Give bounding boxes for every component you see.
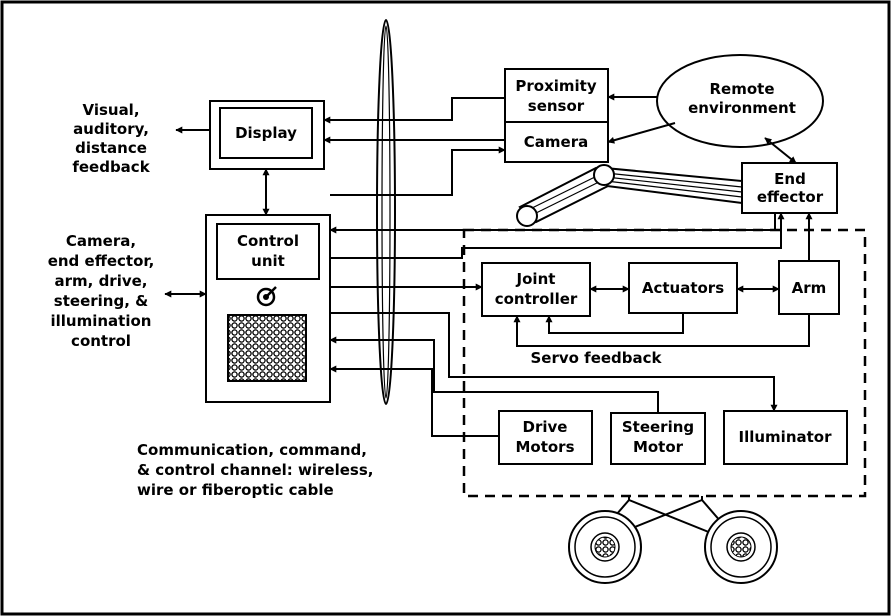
steering-motor-node: Steering Motor xyxy=(610,412,706,465)
actuators-label: Actuators xyxy=(642,279,724,297)
drive-motors-node: Drive Motors xyxy=(498,410,593,465)
steering-motor-label-2: Motor xyxy=(633,438,684,456)
svg-text:end effector,: end effector, xyxy=(48,252,155,270)
control-unit-node: Control unit xyxy=(205,214,331,403)
end-effector-node: End effector xyxy=(741,162,838,214)
joystick-knob-icon xyxy=(256,286,277,307)
svg-text:arm, drive,: arm, drive, xyxy=(55,272,148,290)
wheel-left xyxy=(568,510,642,584)
channel-label: Communication, command, & control channe… xyxy=(137,441,373,499)
feedback-outputs-label: Visual, auditory, distance feedback xyxy=(72,101,150,176)
proximity-sensor-label-2: sensor xyxy=(528,97,585,115)
camera-label: Camera xyxy=(524,133,588,151)
remote-environment-node: Remote environment xyxy=(656,54,824,148)
actuators-node: Actuators xyxy=(628,262,738,314)
robot-arm-illustration xyxy=(516,164,743,227)
arm-label: Arm xyxy=(792,279,827,297)
end-effector-label-2: effector xyxy=(757,188,824,206)
svg-text:distance: distance xyxy=(75,139,147,157)
illuminator-node: Illuminator xyxy=(723,410,848,465)
svg-text:steering, &: steering, & xyxy=(54,292,148,310)
display-node: Display xyxy=(209,100,325,170)
svg-text:Communication, command,: Communication, command, xyxy=(137,441,367,459)
display-label: Display xyxy=(235,124,297,142)
remote-environment-label-2: environment xyxy=(688,99,796,117)
control-unit-label-2: unit xyxy=(251,252,285,270)
servo-feedback-label: Servo feedback xyxy=(530,349,662,367)
control-unit-label-1: Control xyxy=(237,232,299,250)
steering-motor-label-1: Steering xyxy=(622,418,694,436)
svg-text:control: control xyxy=(71,332,131,350)
end-effector-label-1: End xyxy=(774,170,806,188)
control-inputs-label: Camera, end effector, arm, drive, steeri… xyxy=(48,232,155,350)
svg-text:wire or fiberoptic cable: wire or fiberoptic cable xyxy=(137,481,334,499)
arm-node: Arm xyxy=(778,260,840,315)
svg-text:auditory,: auditory, xyxy=(73,120,149,138)
svg-text:illumination: illumination xyxy=(51,312,152,330)
remote-environment-label-1: Remote xyxy=(709,80,774,98)
proximity-sensor-node: Proximity sensor xyxy=(504,68,609,123)
joint-controller-node: Joint controller xyxy=(481,262,591,317)
wheels-illustration xyxy=(568,496,778,584)
svg-text:feedback: feedback xyxy=(72,158,150,176)
camera-node: Camera xyxy=(504,121,609,163)
keypad-grid xyxy=(227,314,307,382)
vehicle-boundary xyxy=(462,228,867,498)
joint-controller-label-2: controller xyxy=(495,290,578,308)
channel-ellipse-inner xyxy=(381,25,391,399)
wheel-right xyxy=(704,510,778,584)
illuminator-label: Illuminator xyxy=(739,428,833,446)
svg-text:Camera,: Camera, xyxy=(66,232,136,250)
svg-text:Visual,: Visual, xyxy=(82,101,139,119)
drive-motors-label-2: Motors xyxy=(515,438,574,456)
connectors xyxy=(164,93,813,437)
drive-motors-label-1: Drive xyxy=(523,418,568,436)
joint-controller-label-1: Joint xyxy=(516,270,556,288)
svg-text:& control channel: wireless,: & control channel: wireless, xyxy=(137,461,373,479)
channel-ellipse xyxy=(376,19,396,405)
proximity-sensor-label-1: Proximity xyxy=(515,77,596,95)
